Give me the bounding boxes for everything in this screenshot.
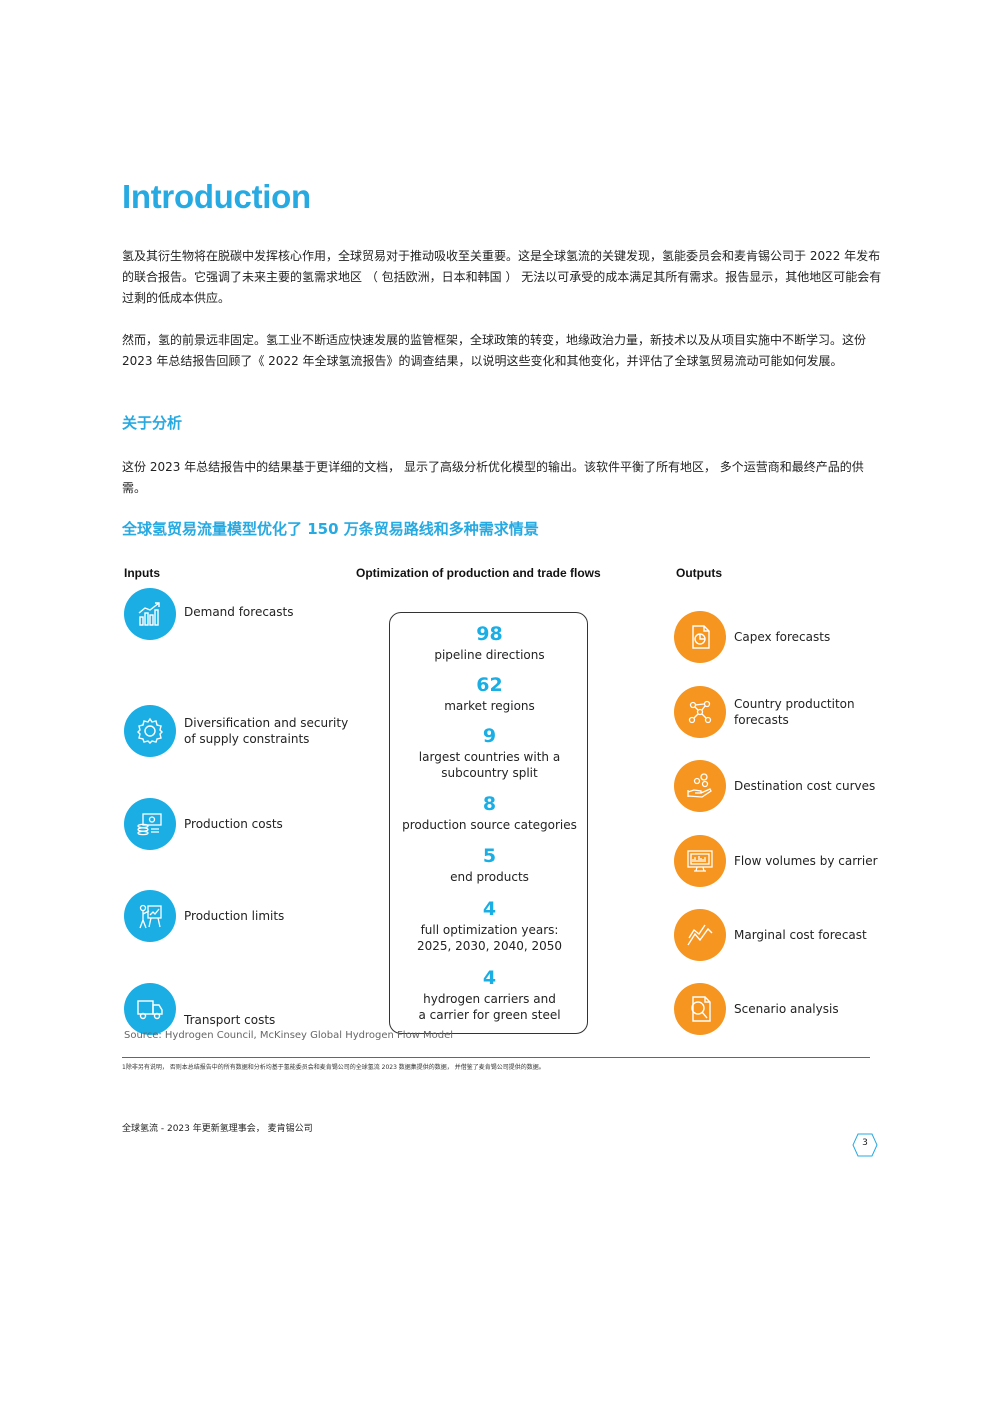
analysis-paragraph: 这份 2023 年总结报告中的结果基于更详细的文档， 显示了高级分析优化模型的输… <box>122 460 864 495</box>
input-item: Transport costs <box>124 983 275 1035</box>
stat-item: 9 largest countries with a subcountry sp… <box>390 725 589 781</box>
output-label: Flow volumes by carrier <box>734 854 878 868</box>
output-label: Country productiton forecasts <box>734 697 855 727</box>
money-stack-icon <box>124 798 176 850</box>
intro-paragraph-2: 然而，氢的前景远非固定。氢工业不断适应快速发展的监管框架，全球政策的转变，地缘政… <box>122 333 867 368</box>
input-item: Diversification and security of supply c… <box>124 705 354 757</box>
line-trend-icon <box>674 909 726 961</box>
footnote: 1除非另有说明， 否则本总结报告中的所有数据和分析均基于氢能委员会和麦肯锡公司的… <box>122 1064 545 1071</box>
page-number-badge <box>852 1133 878 1157</box>
stat-item: 62 market regions <box>390 674 589 714</box>
input-label: Demand forecasts <box>184 605 294 619</box>
stat-number: 4 <box>482 898 497 920</box>
input-label: Production limits <box>184 909 285 923</box>
output-item: Country productiton forecasts <box>674 686 864 738</box>
pie-document-icon <box>674 611 726 663</box>
stat-item: 8 production source categories <box>390 793 589 833</box>
stat-item: 5 end products <box>390 845 589 885</box>
stat-description: largest countries with a subcountry spli… <box>418 750 561 780</box>
stat-number: 5 <box>482 845 497 867</box>
page-title: Introduction <box>122 178 311 215</box>
output-item: Capex forecasts <box>674 611 830 663</box>
output-label: Scenario analysis <box>734 1002 839 1016</box>
stat-number: 98 <box>476 623 503 645</box>
truck-icon <box>124 983 176 1035</box>
page-footer: 全球氢流 - 2023 年更新氢理事会， 麦肯锡公司 <box>122 1124 313 1134</box>
stat-item: 4 hydrogen carriers and a carrier for gr… <box>390 967 589 1023</box>
stat-description: production source categories <box>402 818 577 832</box>
source-note: Source: Hydrogen Council, McKinsey Globa… <box>124 1030 454 1041</box>
stat-item: 4 full optimization years: 2025, 2030, 2… <box>390 898 589 954</box>
stat-description: market regions <box>444 699 535 713</box>
input-item: Production costs <box>124 798 283 850</box>
intro-paragraph-1: 氢及其衍生物将在脱碳中发挥核心作用，全球贸易对于推动吸收至关重要。这是全球氢流的… <box>122 249 882 305</box>
stat-description: hydrogen carriers and a carrier for gree… <box>418 992 561 1022</box>
stat-number: 8 <box>482 793 497 815</box>
output-label: Destination cost curves <box>734 779 876 793</box>
stat-item: 98 pipeline directions <box>390 623 589 663</box>
output-item: Scenario analysis <box>674 983 839 1035</box>
hand-coins-icon <box>674 760 726 812</box>
footnote-divider <box>122 1057 870 1058</box>
stat-number: 4 <box>482 967 497 989</box>
outputs-column-heading: Outputs <box>676 566 722 580</box>
input-label: Diversification and security of supply c… <box>184 716 349 746</box>
bar-chart-icon <box>124 588 176 640</box>
stat-number: 62 <box>476 674 503 696</box>
input-label: Production costs <box>184 817 283 831</box>
stat-description: end products <box>450 870 529 884</box>
gear-icon <box>124 705 176 757</box>
section-heading: 关于分析 <box>122 414 183 432</box>
output-item: Destination cost curves <box>674 760 875 812</box>
output-item: Flow volumes by carrier <box>674 835 878 887</box>
stat-description: full optimization years: 2025, 2030, 204… <box>416 923 563 953</box>
optimization-box: 98 pipeline directions 62 market regions… <box>389 612 588 1034</box>
output-label: Marginal cost forecast <box>734 928 867 942</box>
input-label: Transport costs <box>184 1013 276 1027</box>
stat-description: pipeline directions <box>434 648 545 662</box>
optimization-column-heading: Optimization of production and trade flo… <box>356 566 601 580</box>
network-icon <box>674 686 726 738</box>
magnifier-document-icon <box>674 983 726 1035</box>
page-number: 3 <box>862 1138 868 1148</box>
monitor-chart-icon <box>674 835 726 887</box>
diagram-heading: 全球氢贸易流量模型优化了 150 万条贸易路线和多种需求情景 <box>122 520 539 538</box>
output-label: Capex forecasts <box>734 630 831 644</box>
presenter-icon <box>124 890 176 942</box>
input-item: Production limits <box>124 890 284 942</box>
output-item: Marginal cost forecast <box>674 909 867 961</box>
inputs-column-heading: Inputs <box>124 566 160 580</box>
input-item: Demand forecasts <box>124 588 293 640</box>
stat-number: 9 <box>482 725 497 747</box>
